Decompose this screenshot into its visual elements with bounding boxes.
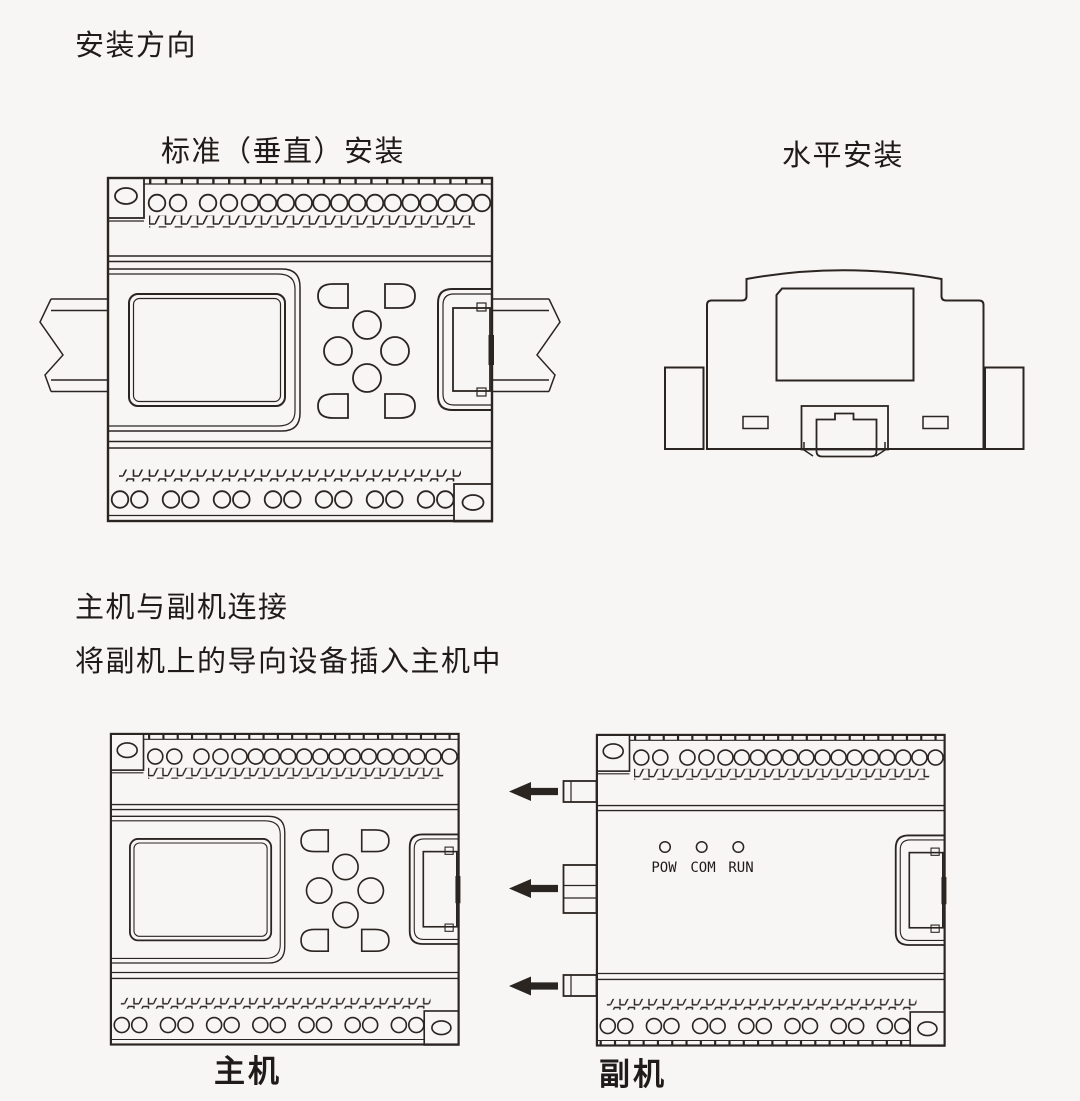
profile-foot-left: [664, 366, 705, 450]
led-label-pow: POW: [651, 860, 677, 876]
arrow-bottom: [509, 976, 558, 996]
profile-screen: [775, 287, 915, 382]
din-rail-right: [492, 298, 561, 393]
din-rail-left: [39, 298, 108, 393]
guide-pegs: [562, 780, 598, 997]
vertical-install-drawing: [39, 178, 561, 522]
led-pow: [658, 840, 672, 854]
vertical-install-label: 标准（垂直）安装: [161, 136, 406, 168]
plc-front-view: [108, 178, 494, 522]
connection-description: 将副机上的导向设备插入主机中: [75, 646, 503, 678]
sub-unit-drawing: [597, 735, 947, 1046]
page-title: 安装方向: [75, 30, 198, 62]
led-label-run: RUN: [728, 860, 753, 876]
profile-body: [706, 269, 985, 450]
led-run: [732, 840, 745, 854]
led-label-com: COM: [690, 860, 715, 876]
sub-unit-label: 副机: [599, 1057, 667, 1092]
profile-slot-left: [742, 415, 769, 430]
profile-foot-right: [984, 366, 1025, 450]
din-clip: [800, 405, 889, 458]
main-unit-label: 主机: [214, 1054, 282, 1089]
horizontal-install-label: 水平安装: [782, 140, 905, 172]
connection-title: 主机与副机连接: [75, 592, 289, 624]
horizontal-install-drawing: [664, 269, 1025, 458]
led-com: [695, 840, 708, 854]
main-unit-drawing: [111, 734, 461, 1045]
insert-arrows: [509, 782, 558, 996]
arrow-middle: [509, 879, 558, 898]
profile-slot-right: [922, 415, 949, 430]
arrow-top: [509, 782, 558, 801]
status-leds: [658, 840, 745, 854]
